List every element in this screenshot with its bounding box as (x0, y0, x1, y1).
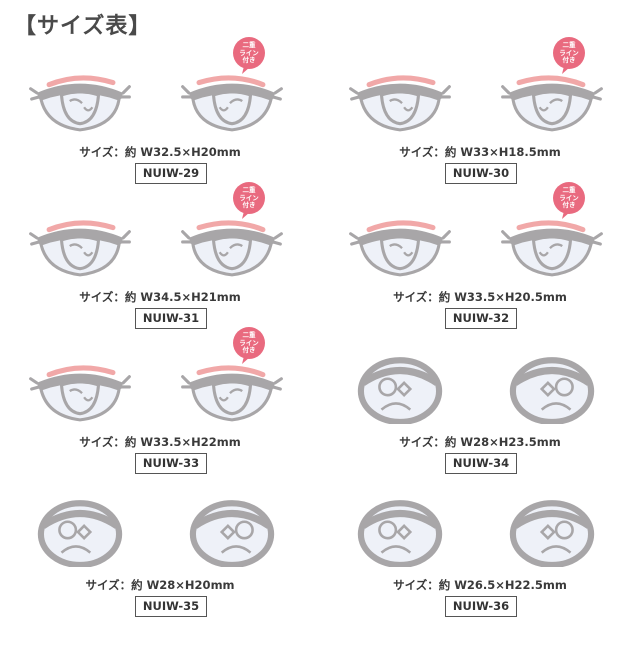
page-title: 【サイズ表】 (14, 14, 152, 39)
eye-patch-left-image (348, 207, 452, 283)
product-code: NUIW-32 (445, 308, 517, 329)
product-code: NUIW-29 (135, 163, 207, 184)
badge-label: 二重 ライン 付き (239, 41, 259, 64)
size-label: サイズ：約 W26.5×H22.5mm (393, 578, 567, 592)
double-line-badge: 二重 ライン 付き (552, 181, 586, 219)
product-code: NUIW-30 (445, 163, 517, 184)
eye-patch-right-image (180, 207, 284, 283)
double-line-badge: 二重 ライン 付き (232, 36, 266, 74)
badge-label: 二重 ライン 付き (559, 186, 579, 209)
product-code: NUIW-35 (135, 596, 207, 617)
eye-patch-right-image (500, 352, 604, 428)
eye-patch-left-image (348, 62, 452, 138)
eye-patch-left-image (28, 207, 132, 283)
eye-patch-left-image (28, 495, 132, 571)
product-code: NUIW-36 (445, 596, 517, 617)
eye-patch-left-image (28, 62, 132, 138)
eye-patch-right-image (500, 207, 604, 283)
eye-patch-left-image (28, 352, 132, 428)
size-label: サイズ：約 W28×H20mm (85, 578, 235, 592)
size-label: サイズ：約 W32.5×H20mm (79, 145, 241, 159)
size-label: サイズ：約 W33.5×H22mm (79, 435, 241, 449)
double-line-badge: 二重 ライン 付き (232, 181, 266, 219)
size-label: サイズ：約 W34.5×H21mm (79, 290, 241, 304)
size-label: サイズ：約 W33×H18.5mm (399, 145, 561, 159)
eye-patch-right-image (180, 352, 284, 428)
product-code: NUIW-31 (135, 308, 207, 329)
product-code: NUIW-33 (135, 453, 207, 474)
eye-patch-left-image (348, 495, 452, 571)
size-label: サイズ：約 W33.5×H20.5mm (393, 290, 567, 304)
eye-patch-right-image (180, 495, 284, 571)
product-code: NUIW-34 (445, 453, 517, 474)
eye-patch-left-image (348, 352, 452, 428)
eye-patch-right-image (500, 495, 604, 571)
badge-label: 二重 ライン 付き (239, 186, 259, 209)
double-line-badge: 二重 ライン 付き (232, 326, 266, 364)
eye-patch-right-image (180, 62, 284, 138)
badge-label: 二重 ライン 付き (239, 331, 259, 354)
double-line-badge: 二重 ライン 付き (552, 36, 586, 74)
eye-patch-right-image (500, 62, 604, 138)
size-label: サイズ：約 W28×H23.5mm (399, 435, 561, 449)
badge-label: 二重 ライン 付き (559, 41, 579, 64)
